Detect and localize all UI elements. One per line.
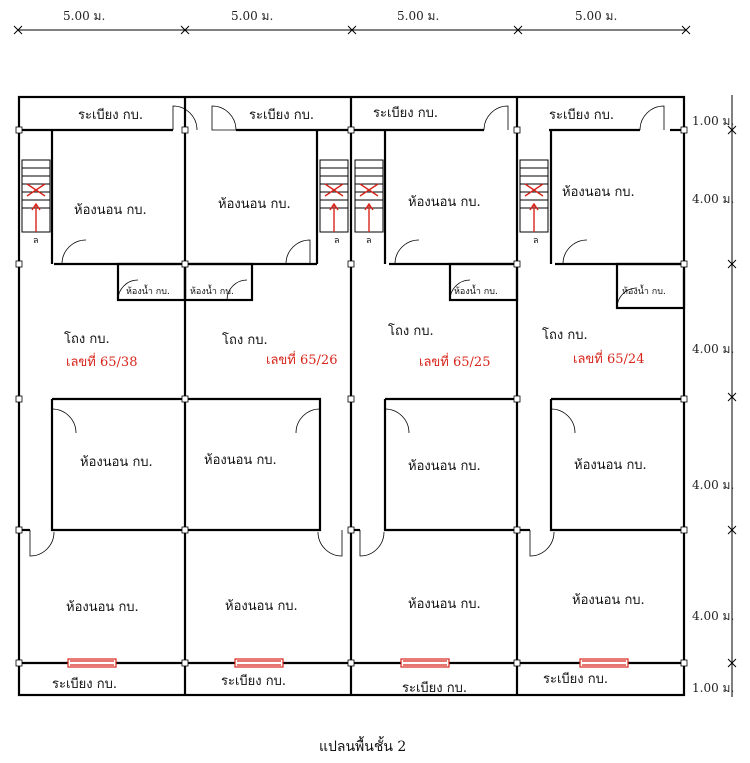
bedroom-middle-label: ห้องนอน กบ.: [80, 455, 153, 470]
balcony-bottom-label: ระเบียง กบ.: [221, 673, 286, 689]
right-dimension-line: 1.00 ม. 4.00 ม. 4.00 ม. 4.00 ม. 4.00 ม. …: [692, 95, 737, 697]
dim-top-4: 5.00 ม.: [575, 9, 617, 23]
bedroom-bottom-label: ห้องนอน กบ.: [572, 593, 645, 608]
dim-right-4: 4.00 ม.: [692, 478, 734, 492]
hall-label: โถง กบ.: [542, 327, 588, 343]
balcony-top-label: ระเบียง กบ.: [549, 107, 614, 123]
stair-label-2: ล: [334, 236, 340, 246]
bedroom-top-label: ห้องนอน กบ.: [218, 197, 291, 212]
unit-number: เลขที่ 65/26: [266, 351, 337, 368]
dim-right-5: 4.00 ม.: [692, 609, 734, 623]
dim-right-2: 4.00 ม.: [692, 192, 734, 206]
walls: [17, 95, 686, 697]
bathroom-label: ห้องน้ำ กบ.: [190, 284, 234, 297]
stair-label-3: ล: [366, 236, 372, 246]
unit-65-38: ระเบียง กบ. ห้องนอน กบ. ห้องน้ำ กบ. โถง …: [52, 107, 170, 692]
hall-label: โถง กบ.: [222, 332, 268, 348]
balcony-top-label: ระเบียง กบ.: [373, 105, 438, 121]
balcony-top-label: ระเบียง กบ.: [78, 107, 143, 123]
sliding-doors: [67, 658, 629, 668]
dim-right-6: 1.00 ม.: [692, 681, 734, 695]
unit-65-26: ระเบียง กบ. ห้องนอน กบ. ห้องน้ำ กบ. โถง …: [190, 107, 337, 689]
dim-top-2: 5.00 ม.: [231, 9, 273, 23]
bedroom-middle-label: ห้องนอน กบ.: [574, 458, 647, 473]
bathroom-label: ห้องน้ำ กบ.: [622, 284, 666, 297]
unit-65-24: ระเบียง กบ. ห้องนอน กบ. ห้องน้ำ กบ. โถง …: [542, 107, 666, 687]
unit-number: เลขที่ 65/24: [573, 350, 644, 367]
bedroom-top-label: ห้องนอน กบ.: [408, 195, 481, 210]
bedroom-top-label: ห้องนอน กบ.: [74, 203, 147, 218]
unit-number: เลขที่ 65/38: [66, 353, 137, 370]
balcony-bottom-label: ระเบียง กบ.: [543, 671, 608, 687]
unit-number: เลขที่ 65/25: [419, 353, 490, 370]
hall-label: โถง กบ.: [388, 323, 434, 339]
stair-label-4: ล: [533, 236, 539, 246]
plan-title: แปลนพื้นชั้น 2: [319, 736, 406, 755]
hall-label: โถง กบ.: [64, 331, 110, 347]
bathroom-label: ห้องน้ำ กบ.: [454, 284, 498, 297]
balcony-bottom-label: ระเบียง กบ.: [52, 676, 117, 692]
bedroom-bottom-label: ห้องนอน กบ.: [225, 599, 298, 614]
bedroom-top-label: ห้องนอน กบ.: [562, 185, 635, 200]
dim-right-3: 4.00 ม.: [692, 342, 734, 356]
bedroom-middle-label: ห้องนอน กบ.: [408, 459, 481, 474]
bathroom-label: ห้องน้ำ กบ.: [126, 284, 170, 297]
balcony-top-label: ระเบียง กบ.: [249, 107, 314, 123]
stair-label-1: ล: [33, 236, 39, 246]
balcony-bottom-label: ระเบียง กบ.: [402, 680, 467, 696]
doors: [29, 105, 665, 557]
bedroom-bottom-label: ห้องนอน กบ.: [408, 597, 481, 612]
dim-right-1: 1.00 ม.: [692, 114, 734, 128]
columns: [15, 126, 688, 667]
bedroom-bottom-label: ห้องนอน กบ.: [66, 600, 139, 615]
top-dimension-line: 5.00 ม. 5.00 ม. 5.00 ม. 5.00 ม.: [13, 9, 691, 35]
dim-top-1: 5.00 ม.: [63, 9, 105, 23]
stairs: ล ล ล ล: [21, 159, 549, 246]
dim-top-3: 5.00 ม.: [397, 9, 439, 23]
unit-65-25: ระเบียง กบ. ห้องนอน กบ. ห้องน้ำ กบ. โถง …: [373, 105, 498, 696]
bedroom-middle-label: ห้องนอน กบ.: [204, 453, 277, 468]
